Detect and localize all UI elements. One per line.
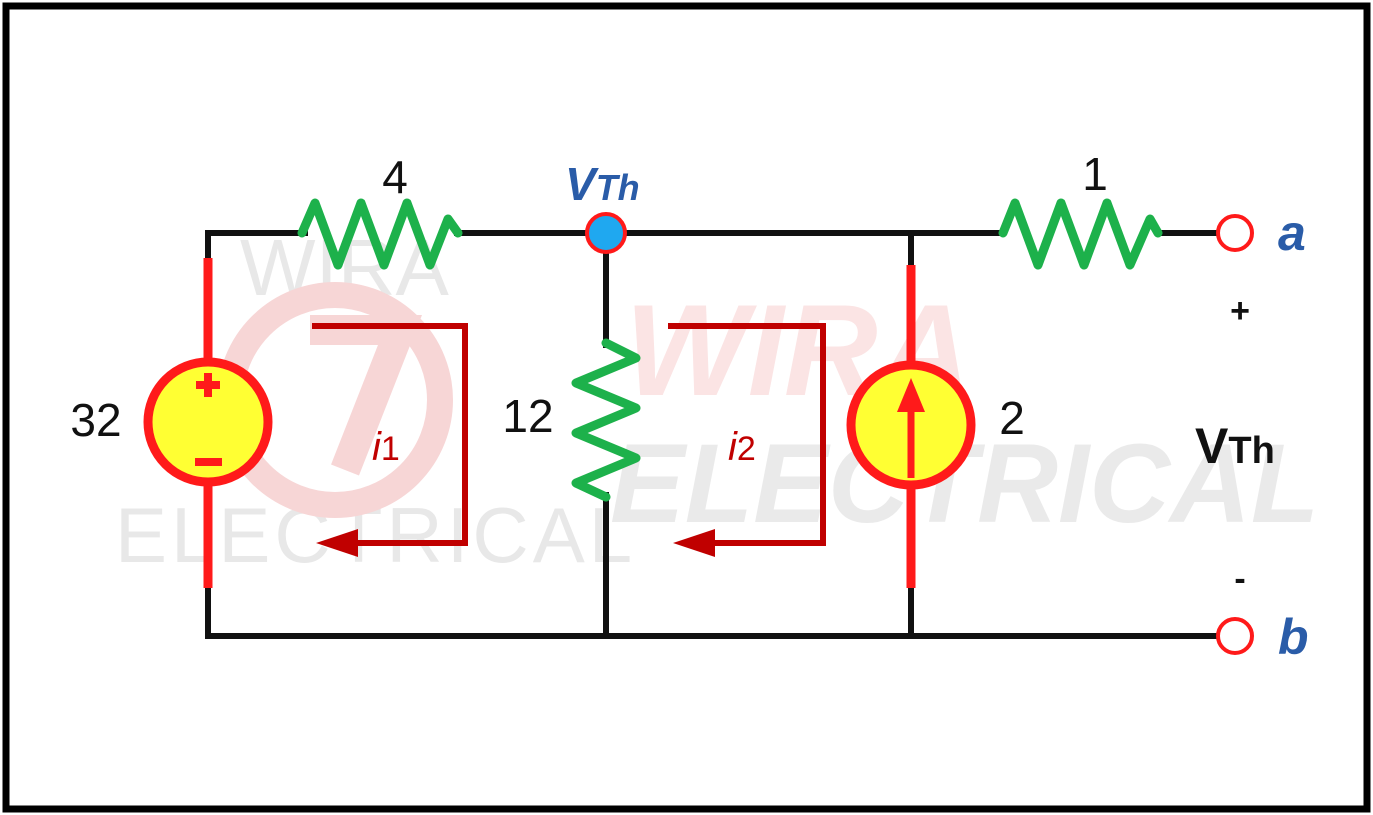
voltage-source-body: [143, 357, 273, 487]
mesh-arrow-2: [668, 323, 826, 546]
node-vth: [585, 212, 627, 254]
terminal-a: [1216, 214, 1254, 252]
label-output-vth: VTh: [1195, 418, 1275, 474]
label-i1: i1: [372, 425, 400, 469]
label-node-vth: VTh: [565, 158, 640, 210]
label-i2-sub: 2: [737, 430, 756, 468]
watermark-logo-ring: [216, 282, 454, 518]
label-i1-sub: 1: [381, 430, 400, 468]
label-output-vth-main: V: [1195, 418, 1229, 474]
label-terminal-b: b: [1278, 609, 1309, 665]
mesh-arrow-1-head: [316, 529, 358, 557]
current-source: [846, 265, 976, 588]
label-terminal-plus: +: [1230, 292, 1250, 330]
label-i2-main: i: [728, 425, 738, 469]
label-node-vth-main: V: [565, 158, 599, 210]
label-r-12: 12: [502, 390, 553, 442]
label-i2: i2: [728, 425, 756, 469]
watermark-logo-seven: [310, 315, 423, 476]
label-v-32: 32: [70, 394, 121, 446]
label-i1-main: i: [372, 425, 382, 469]
resistor-1: [998, 198, 1163, 270]
resistor-12: [571, 338, 641, 502]
current-arrow-head: [897, 378, 925, 412]
resistor-4: [297, 198, 463, 270]
terminal-b: [1216, 617, 1254, 655]
label-r-1: 1: [1082, 148, 1108, 200]
label-i-2: 2: [999, 392, 1025, 444]
label-terminal-minus: -: [1234, 560, 1245, 598]
mesh-arrow-1: [312, 323, 468, 546]
label-r-4: 4: [382, 151, 408, 203]
mesh-arrow-2-head: [673, 529, 715, 557]
label-terminal-a: a: [1278, 205, 1306, 261]
label-node-vth-sub: Th: [596, 167, 640, 208]
voltage-source: [143, 258, 273, 588]
mesh-arrows: [312, 323, 826, 546]
label-output-vth-sub: Th: [1228, 430, 1274, 472]
